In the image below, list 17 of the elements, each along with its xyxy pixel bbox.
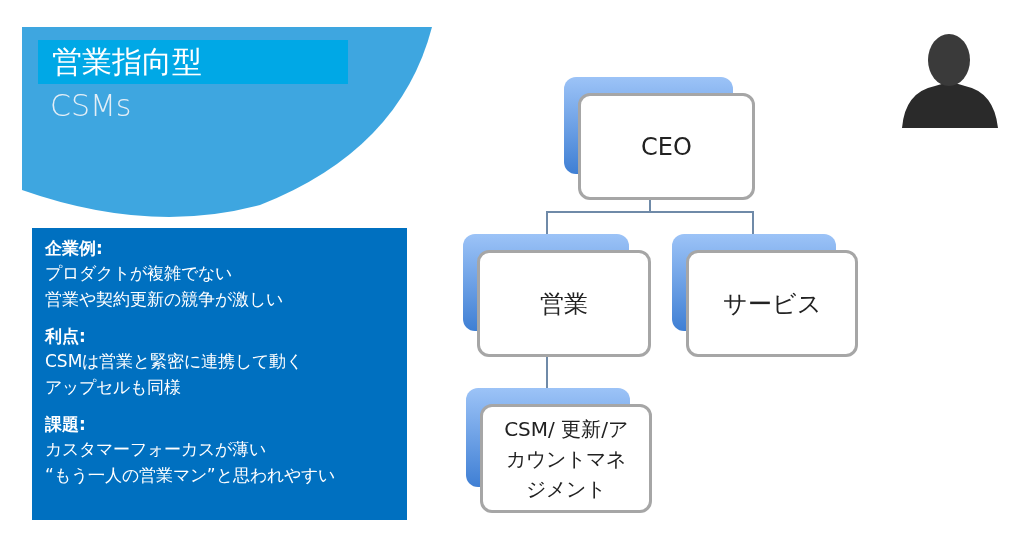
text-line: CSMは営業と緊密に連携して動く xyxy=(45,350,304,373)
text-line: 営業や契約更新の競争が激しい xyxy=(45,288,283,311)
title-band: 営業指向型 xyxy=(38,40,348,84)
org-box: 営業 xyxy=(477,250,651,357)
text-line: カスタマーフォーカスが薄い xyxy=(45,438,266,461)
subtitle: CSMs xyxy=(50,88,132,123)
org-box: サービス xyxy=(686,250,858,357)
section-heading: 課題: xyxy=(45,413,86,436)
text-line: アップセルも同様 xyxy=(45,376,181,399)
connector-line xyxy=(649,199,754,235)
section-heading: 企業例: xyxy=(45,237,103,260)
text-line: プロダクトが複雑でない xyxy=(45,262,232,285)
org-box: CEO xyxy=(578,93,755,200)
connector-line xyxy=(546,356,548,389)
section-heading: 利点: xyxy=(45,325,86,348)
text-line: “もう一人の営業マン”と思われやすい xyxy=(45,464,335,487)
org-box: CSM/ 更新/アカウントマネジメント xyxy=(480,404,652,513)
